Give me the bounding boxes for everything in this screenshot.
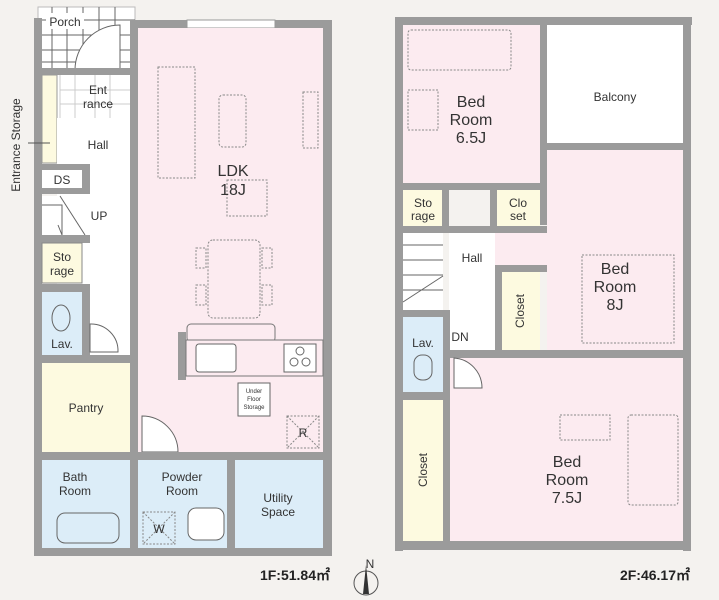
- entrance-label: rance: [83, 97, 113, 111]
- bedroom-label: Bed: [601, 261, 629, 278]
- storage-1f: [41, 242, 83, 284]
- under-floor-label: Storage: [243, 405, 265, 411]
- tv-stand: [302, 91, 319, 149]
- closet-label: Closet: [513, 293, 527, 328]
- wall: [323, 20, 332, 556]
- chair: [195, 284, 207, 306]
- closet-a: [497, 190, 540, 226]
- ds: [42, 170, 82, 188]
- dining-table: [207, 239, 261, 319]
- bedroom-label: Bed: [553, 454, 581, 471]
- bedroom-label: Room: [594, 279, 637, 296]
- balcony: [547, 25, 683, 145]
- bedroom-label: Room: [546, 472, 589, 489]
- under-floor-label: Under: [246, 389, 262, 395]
- utility-label: Space: [261, 505, 295, 519]
- wall: [178, 332, 186, 380]
- chair: [261, 247, 273, 269]
- sink: [195, 343, 237, 373]
- bedroom-size: 7.5J: [552, 490, 582, 507]
- stairs: [42, 196, 87, 235]
- floor-1: Porch LDK 18J Under Floor Storage: [9, 6, 332, 583]
- bath-label: Bath: [63, 470, 88, 484]
- storage-label: Sto: [414, 196, 432, 210]
- storage-label: rage: [50, 264, 74, 278]
- bath-label: Room: [59, 484, 91, 498]
- powder-label: Room: [166, 484, 198, 498]
- under-floor-storage: [237, 382, 271, 417]
- sofa: [157, 66, 196, 179]
- bedroom-label: Bed: [457, 94, 485, 111]
- ldk-label: LDK: [217, 163, 248, 180]
- pantry: [42, 363, 130, 452]
- utility-space: [235, 460, 323, 548]
- storage-label: Sto: [53, 250, 71, 264]
- powder-label: Powder: [162, 470, 203, 484]
- closet-label: set: [510, 209, 527, 223]
- balcony-label: Balcony: [594, 90, 637, 104]
- bathtub: [56, 512, 120, 544]
- hall-label: Hall: [462, 251, 483, 265]
- floor-1-area: 1F:51.84㎡: [260, 567, 330, 583]
- ldk-size: 18J: [220, 182, 246, 199]
- kitchen-bar: [186, 323, 276, 343]
- floor-2: Balcony Bed Room 6.5J Bed Room 8J Sto ra…: [395, 17, 692, 583]
- porch-label: Porch: [49, 15, 80, 29]
- dn-label: DN: [451, 330, 468, 344]
- lavatory-1f: [42, 292, 82, 355]
- closet-c: [403, 400, 443, 541]
- refrigerator-label: R: [299, 426, 308, 440]
- utility-label: Utility: [263, 491, 292, 505]
- compass-icon: N: [353, 557, 379, 596]
- chair: [261, 284, 273, 306]
- compass-north-label: N: [366, 557, 375, 571]
- bedroom-size: 8J: [607, 297, 624, 314]
- wall: [34, 548, 332, 556]
- bedroom-6-5j: [403, 25, 540, 185]
- refrigerator: [286, 415, 320, 449]
- lav-label: Lav.: [412, 336, 434, 350]
- wall: [130, 20, 138, 460]
- storage-label: rage: [411, 209, 435, 223]
- closet-b: [502, 272, 540, 350]
- floor-2-area: 2F:46.17㎡: [620, 567, 690, 583]
- entrance-storage: [41, 74, 58, 164]
- hall-2f: [449, 233, 495, 353]
- bedroom-size: 6.5J: [456, 130, 486, 147]
- lav-label: Lav.: [51, 337, 73, 351]
- ds-label: DS: [54, 173, 71, 187]
- storage-2f: [403, 190, 442, 226]
- porch: Porch: [37, 6, 136, 71]
- vanity-sink: [187, 507, 225, 541]
- stove: [283, 343, 317, 373]
- closet-label: Clo: [509, 196, 527, 210]
- armchair: [226, 179, 268, 217]
- entrance-label: Ent: [89, 83, 108, 97]
- hall-label: Hall: [88, 138, 109, 152]
- bedroom-7-5j: [450, 358, 683, 541]
- entrance-storage-label: Entrance Storage: [9, 98, 23, 192]
- bedroom-label: Room: [450, 112, 493, 129]
- pantry-label: Pantry: [69, 401, 104, 415]
- closet-label: Closet: [416, 452, 430, 487]
- up-label: UP: [91, 209, 108, 223]
- under-floor-label: Floor: [247, 397, 261, 403]
- coffee-table: [218, 94, 247, 148]
- bedroom-8j: [547, 150, 683, 350]
- washer-label: W: [153, 522, 165, 536]
- chair: [195, 247, 207, 269]
- window: [186, 19, 276, 29]
